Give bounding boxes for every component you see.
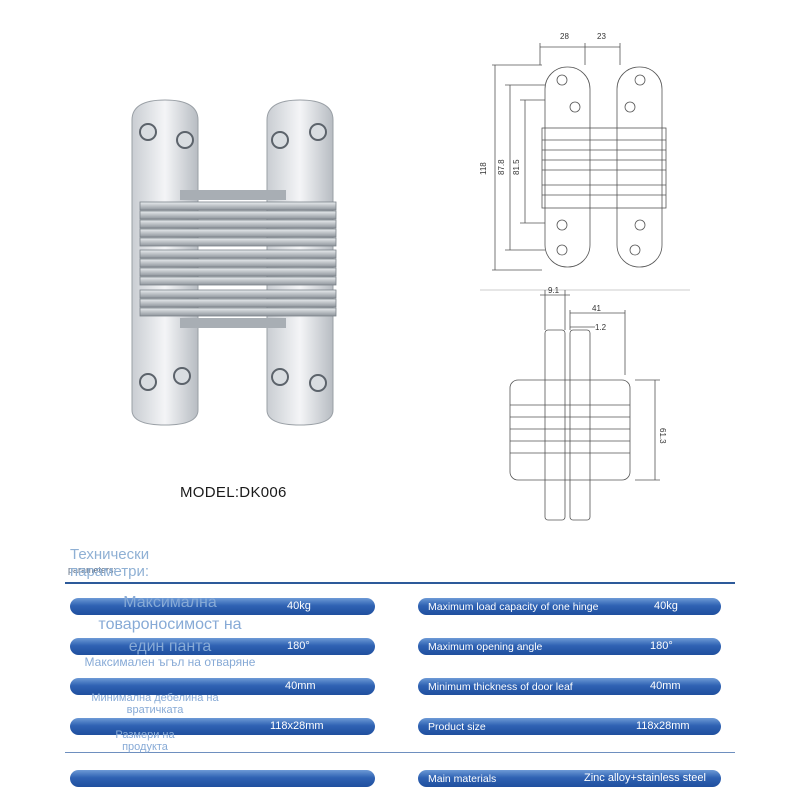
right-bar-thickness: Minimum thickness of door leaf 40mm bbox=[418, 678, 721, 695]
divider-rule bbox=[65, 752, 735, 753]
right-label-angle: Maximum opening angle bbox=[428, 641, 543, 653]
technical-drawing: 28 23 118 87.8 81.5 9.1 41 1.2 61.3 bbox=[479, 32, 690, 521]
right-value-materials: Zinc alloy+stainless steel bbox=[584, 772, 706, 784]
dim-41: 41 bbox=[592, 304, 601, 313]
dim-87-8: 87.8 bbox=[497, 159, 506, 175]
dim-118: 118 bbox=[479, 162, 488, 175]
right-bar-materials: Main materials Zinc alloy+stainless stee… bbox=[418, 770, 721, 787]
left-value-thickness: 40mm bbox=[285, 680, 316, 692]
right-bar-angle: Maximum opening angle 180° bbox=[418, 638, 721, 655]
right-label-size: Product size bbox=[428, 721, 486, 733]
model-label: MODEL:DK006 bbox=[180, 484, 287, 501]
right-value-angle: 180° bbox=[650, 640, 673, 652]
left-bar-angle: 180° bbox=[70, 638, 375, 655]
parameters-title-overlay: Технически параметри: bbox=[70, 546, 150, 580]
top-rule bbox=[65, 582, 735, 584]
left-bar-load: 40kg bbox=[70, 598, 375, 615]
right-value-thickness: 40mm bbox=[650, 680, 681, 692]
parameters-title: parameters: bbox=[68, 565, 117, 575]
right-value-size: 118x28mm bbox=[636, 720, 690, 732]
overlay-thickness: Минимална дебелина на вратичката bbox=[91, 692, 219, 716]
right-value-load: 40kg bbox=[654, 600, 678, 612]
dim-81-5: 81.5 bbox=[512, 159, 521, 175]
right-label-materials: Main materials bbox=[428, 773, 497, 785]
right-bar-size: Product size 118x28mm bbox=[418, 718, 721, 735]
right-bar-load: Maximum load capacity of one hinge 40kg bbox=[418, 598, 721, 615]
left-bar-thickness: 40mm bbox=[70, 678, 375, 695]
dim-9-1: 9.1 bbox=[548, 286, 560, 295]
right-label-load: Maximum load capacity of one hinge bbox=[428, 601, 599, 613]
dim-28: 28 bbox=[560, 32, 569, 41]
left-value-angle: 180° bbox=[287, 640, 310, 652]
overlay-load: Максимална товароносимост на един панта bbox=[98, 594, 242, 655]
right-label-thickness: Minimum thickness of door leaf bbox=[428, 681, 573, 693]
overlay-angle: Максимален ъгъл на отваряне bbox=[84, 655, 256, 669]
hinge-photo bbox=[131, 99, 337, 426]
overlay-size: Размери на продукта bbox=[115, 729, 175, 753]
dim-1-2: 1.2 bbox=[595, 323, 607, 332]
left-value-size: 118x28mm bbox=[270, 720, 324, 732]
dim-61-3: 61.3 bbox=[658, 428, 667, 444]
dim-23: 23 bbox=[597, 32, 606, 41]
left-bar-materials bbox=[70, 770, 375, 787]
left-value-load: 40kg bbox=[287, 600, 311, 612]
left-bar-size: 118x28mm bbox=[70, 718, 375, 735]
